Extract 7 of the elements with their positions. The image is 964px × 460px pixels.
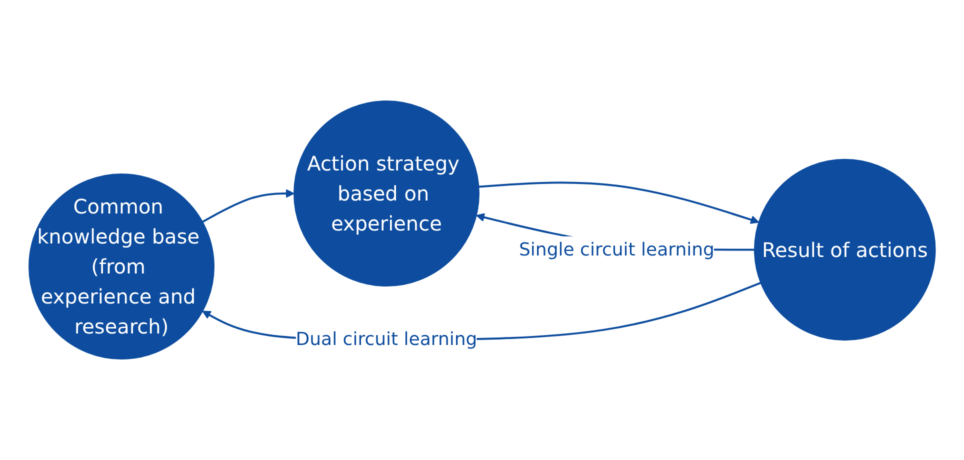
edge-label: Dual circuit learning bbox=[296, 329, 478, 350]
node-circle: Action strategy based on experience bbox=[293, 100, 480, 286]
node-circle: Common knowledge base (from experience and research) bbox=[28, 174, 214, 360]
edge-label: Single circuit learning bbox=[518, 239, 714, 260]
node-circle: Result of actions bbox=[754, 158, 936, 341]
arrow bbox=[478, 182, 760, 224]
arrow bbox=[202, 189, 294, 223]
